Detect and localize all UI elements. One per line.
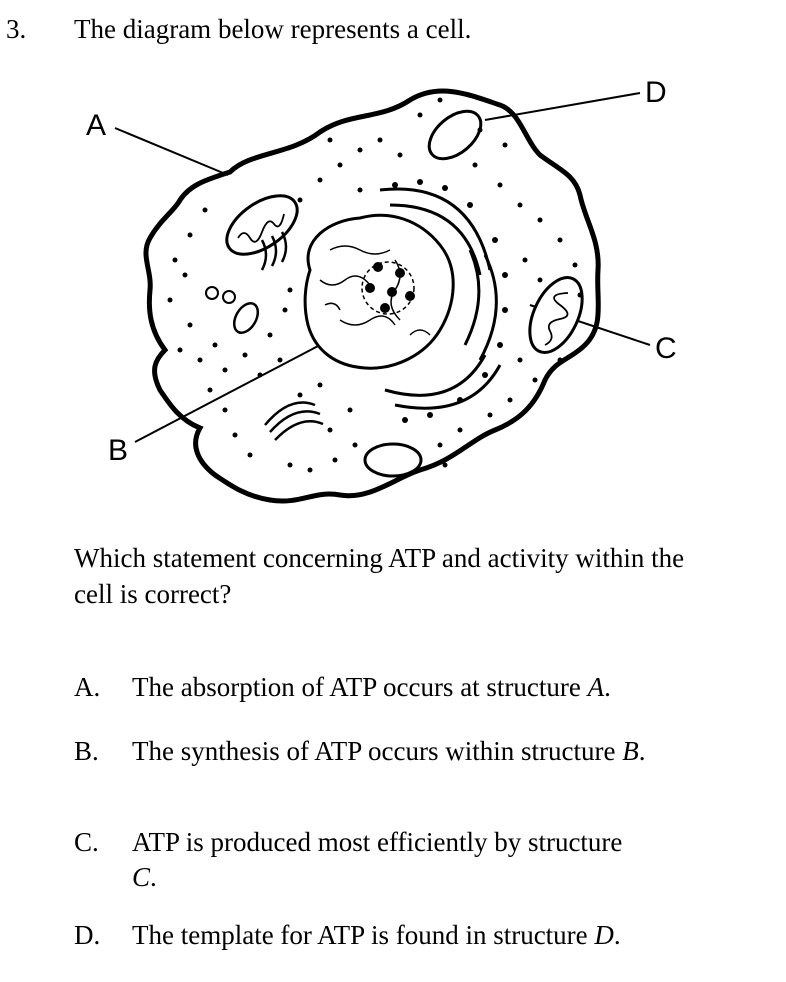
nucleolus: [365, 262, 415, 313]
nucleus: [303, 213, 455, 370]
option-text: The absorption of ATP occurs at structur…: [132, 672, 611, 702]
option-letter: A.: [74, 672, 101, 702]
option-letter: C.: [74, 827, 99, 857]
ribosomes: [167, 97, 583, 473]
golgi-body: [260, 231, 324, 441]
vacuole-top: [427, 109, 483, 161]
option-text: The template for ATP is found in structu…: [132, 920, 621, 950]
label-c: C: [655, 332, 677, 365]
option-letter: D.: [74, 920, 101, 950]
mitochondrion-right: [528, 276, 584, 354]
vacuole-bottom: [363, 442, 423, 478]
option-text: ATP is produced most efficiently by stru…: [132, 827, 623, 892]
question-number: 3.: [6, 14, 27, 44]
option-letter: B.: [74, 736, 99, 766]
question-stem: The diagram below represents a cell.: [74, 14, 472, 44]
label-b: B: [108, 434, 128, 467]
cell-diagram: A B C D: [86, 76, 677, 504]
label-a: A: [86, 109, 106, 142]
question-prompt: Which statement concerning ATP and activ…: [74, 543, 685, 609]
vesicle-left: [232, 302, 260, 334]
label-d: D: [645, 76, 667, 109]
option-text: The synthesis of ATP occurs within struc…: [132, 736, 646, 766]
